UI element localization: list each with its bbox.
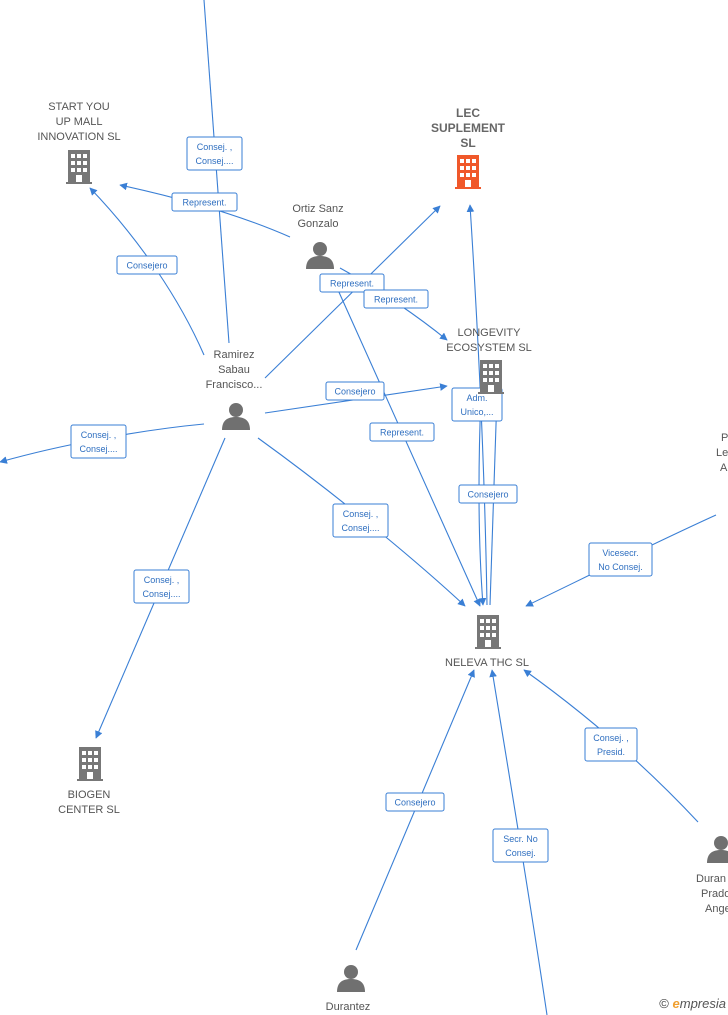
edge-label[interactable]: Consej. , Consej....	[186, 136, 243, 171]
company-node-longevity[interactable]: LONGEVITY ECOSYSTEM SL	[446, 327, 532, 394]
node-label-line: Ramirez	[214, 349, 255, 361]
edge-label-line: Represent.	[330, 279, 374, 289]
edge-label-line: Adm.	[466, 393, 487, 403]
person-icon	[222, 403, 250, 430]
node-label-line: Sabau	[218, 364, 250, 376]
person-icon	[306, 242, 334, 269]
edge-label-line: Consej. ,	[593, 733, 629, 743]
edge-label[interactable]: Consej. , Consej....	[133, 569, 190, 604]
edge-label-line: Consej.	[505, 848, 536, 858]
edge-label[interactable]: Vicesecr. No Consej.	[588, 542, 653, 577]
edge-line	[489, 394, 498, 606]
node-label-line: NELEVA THC SL	[445, 657, 529, 669]
node-label-line: INNOVATION SL	[37, 131, 120, 143]
building-icon	[455, 155, 481, 189]
edge-label-line: Consej....	[341, 523, 379, 533]
nodes: START YOU UP MALL INNOVATION SL LEC SUPL…	[37, 101, 728, 1013]
edge-label[interactable]: Consej. , Consej....	[332, 503, 389, 538]
copyright-icon: ©	[659, 996, 669, 1011]
edge-label-line: Vicesecr.	[602, 548, 638, 558]
edge-line	[337, 289, 481, 607]
edge-label[interactable]: Represent.	[369, 422, 435, 442]
company-node-start-you[interactable]: START YOU UP MALL INNOVATION SL	[37, 101, 121, 184]
node-label-line: Prado	[701, 888, 728, 900]
edge-label-line: Consej. ,	[343, 509, 379, 519]
edge-label[interactable]: Represent.	[319, 273, 385, 293]
building-icon	[475, 615, 501, 649]
edge-label-line: Represent.	[374, 295, 418, 305]
edge-label[interactable]: Consejero	[458, 484, 518, 504]
node-label-line: SUPLEMENT	[431, 121, 506, 135]
company-node-biogen[interactable]: BIOGEN CENTER SL	[58, 747, 120, 816]
node-label-line: START YOU	[48, 101, 110, 113]
edge-label[interactable]: Consejero	[325, 381, 385, 401]
edge-label-line: Consej....	[142, 589, 180, 599]
person-node-durantez[interactable]: Durantez	[326, 965, 371, 1013]
partial-node-right: P Le A	[716, 432, 728, 474]
edge-labels: Consej. , Consej.... Represent. Consejer…	[70, 136, 653, 863]
brand-watermark: © empresia	[659, 996, 726, 1011]
brand-logo-letter: e	[672, 996, 680, 1011]
person-node-duran-prado[interactable]: Duran Prado Ange	[696, 836, 728, 915]
edge-label[interactable]: Adm. Unico,...	[451, 387, 503, 422]
edge-label-line: Consej. ,	[144, 575, 180, 585]
node-label-line: Ange	[705, 903, 728, 915]
edge-label-line: No Consej.	[598, 562, 643, 572]
edge-label[interactable]: Represent.	[171, 192, 238, 212]
company-node-lec-suplement[interactable]: LEC SUPLEMENT SL	[431, 106, 506, 189]
node-label-line: A	[720, 462, 728, 474]
building-icon	[77, 747, 103, 781]
edge-label[interactable]: Represent.	[363, 289, 429, 309]
building-icon	[66, 150, 92, 184]
edge-label-line: Represent.	[380, 428, 424, 438]
edge-label-line: Secr. No	[503, 834, 538, 844]
edge-label[interactable]: Consej. , Consej....	[70, 424, 127, 459]
company-node-neleva[interactable]: NELEVA THC SL	[445, 615, 529, 669]
edge-label-line: Represent.	[182, 198, 226, 208]
node-label-line: UP MALL	[56, 116, 103, 128]
edge-label-line: Consej. ,	[197, 142, 233, 152]
edge-label-line: Consej....	[79, 444, 117, 454]
node-label-line: Francisco...	[206, 379, 263, 391]
node-label-line: Gonzalo	[298, 218, 339, 230]
edge-label-line: Consejero	[394, 798, 435, 808]
edge-label-line: Consejero	[334, 387, 375, 397]
edge-label[interactable]: Consejero	[385, 792, 445, 812]
node-label-line: Le	[716, 447, 728, 459]
node-label-line: SL	[460, 136, 475, 150]
edge-label[interactable]: Secr. No Consej.	[492, 828, 549, 863]
edge-label[interactable]: Consejero	[116, 255, 178, 275]
building-icon	[478, 360, 504, 394]
node-label-line: Duran	[696, 873, 726, 885]
node-label-line: P	[721, 432, 728, 444]
node-label-line: LEC	[456, 106, 480, 120]
edge-label-line: Consej....	[195, 156, 233, 166]
edge-label-line: Consejero	[467, 490, 508, 500]
node-label-line: ECOSYSTEM SL	[446, 342, 532, 354]
edge-label-line: Consej. ,	[81, 430, 117, 440]
node-label-line: BIOGEN	[68, 789, 111, 801]
person-node-ortiz[interactable]: Ortiz Sanz Gonzalo	[292, 203, 344, 269]
edge-label-line: Consejero	[126, 261, 167, 271]
edge-label-line: Presid.	[597, 747, 625, 757]
person-node-ramirez[interactable]: Ramirez Sabau Francisco...	[206, 349, 263, 430]
node-label-line: Ortiz Sanz	[292, 203, 343, 215]
node-label-line: Durantez	[326, 1001, 371, 1013]
brand-name: mpresia	[679, 996, 726, 1011]
edge-label[interactable]: Consej. , Presid.	[584, 727, 638, 762]
node-label-line: LONGEVITY	[458, 327, 522, 339]
edge-line	[203, 0, 230, 344]
person-icon	[337, 965, 365, 992]
edge-line	[478, 394, 487, 606]
person-icon	[707, 836, 728, 863]
edge-label-line: Unico,...	[460, 407, 493, 417]
node-label-line: CENTER SL	[58, 804, 120, 816]
